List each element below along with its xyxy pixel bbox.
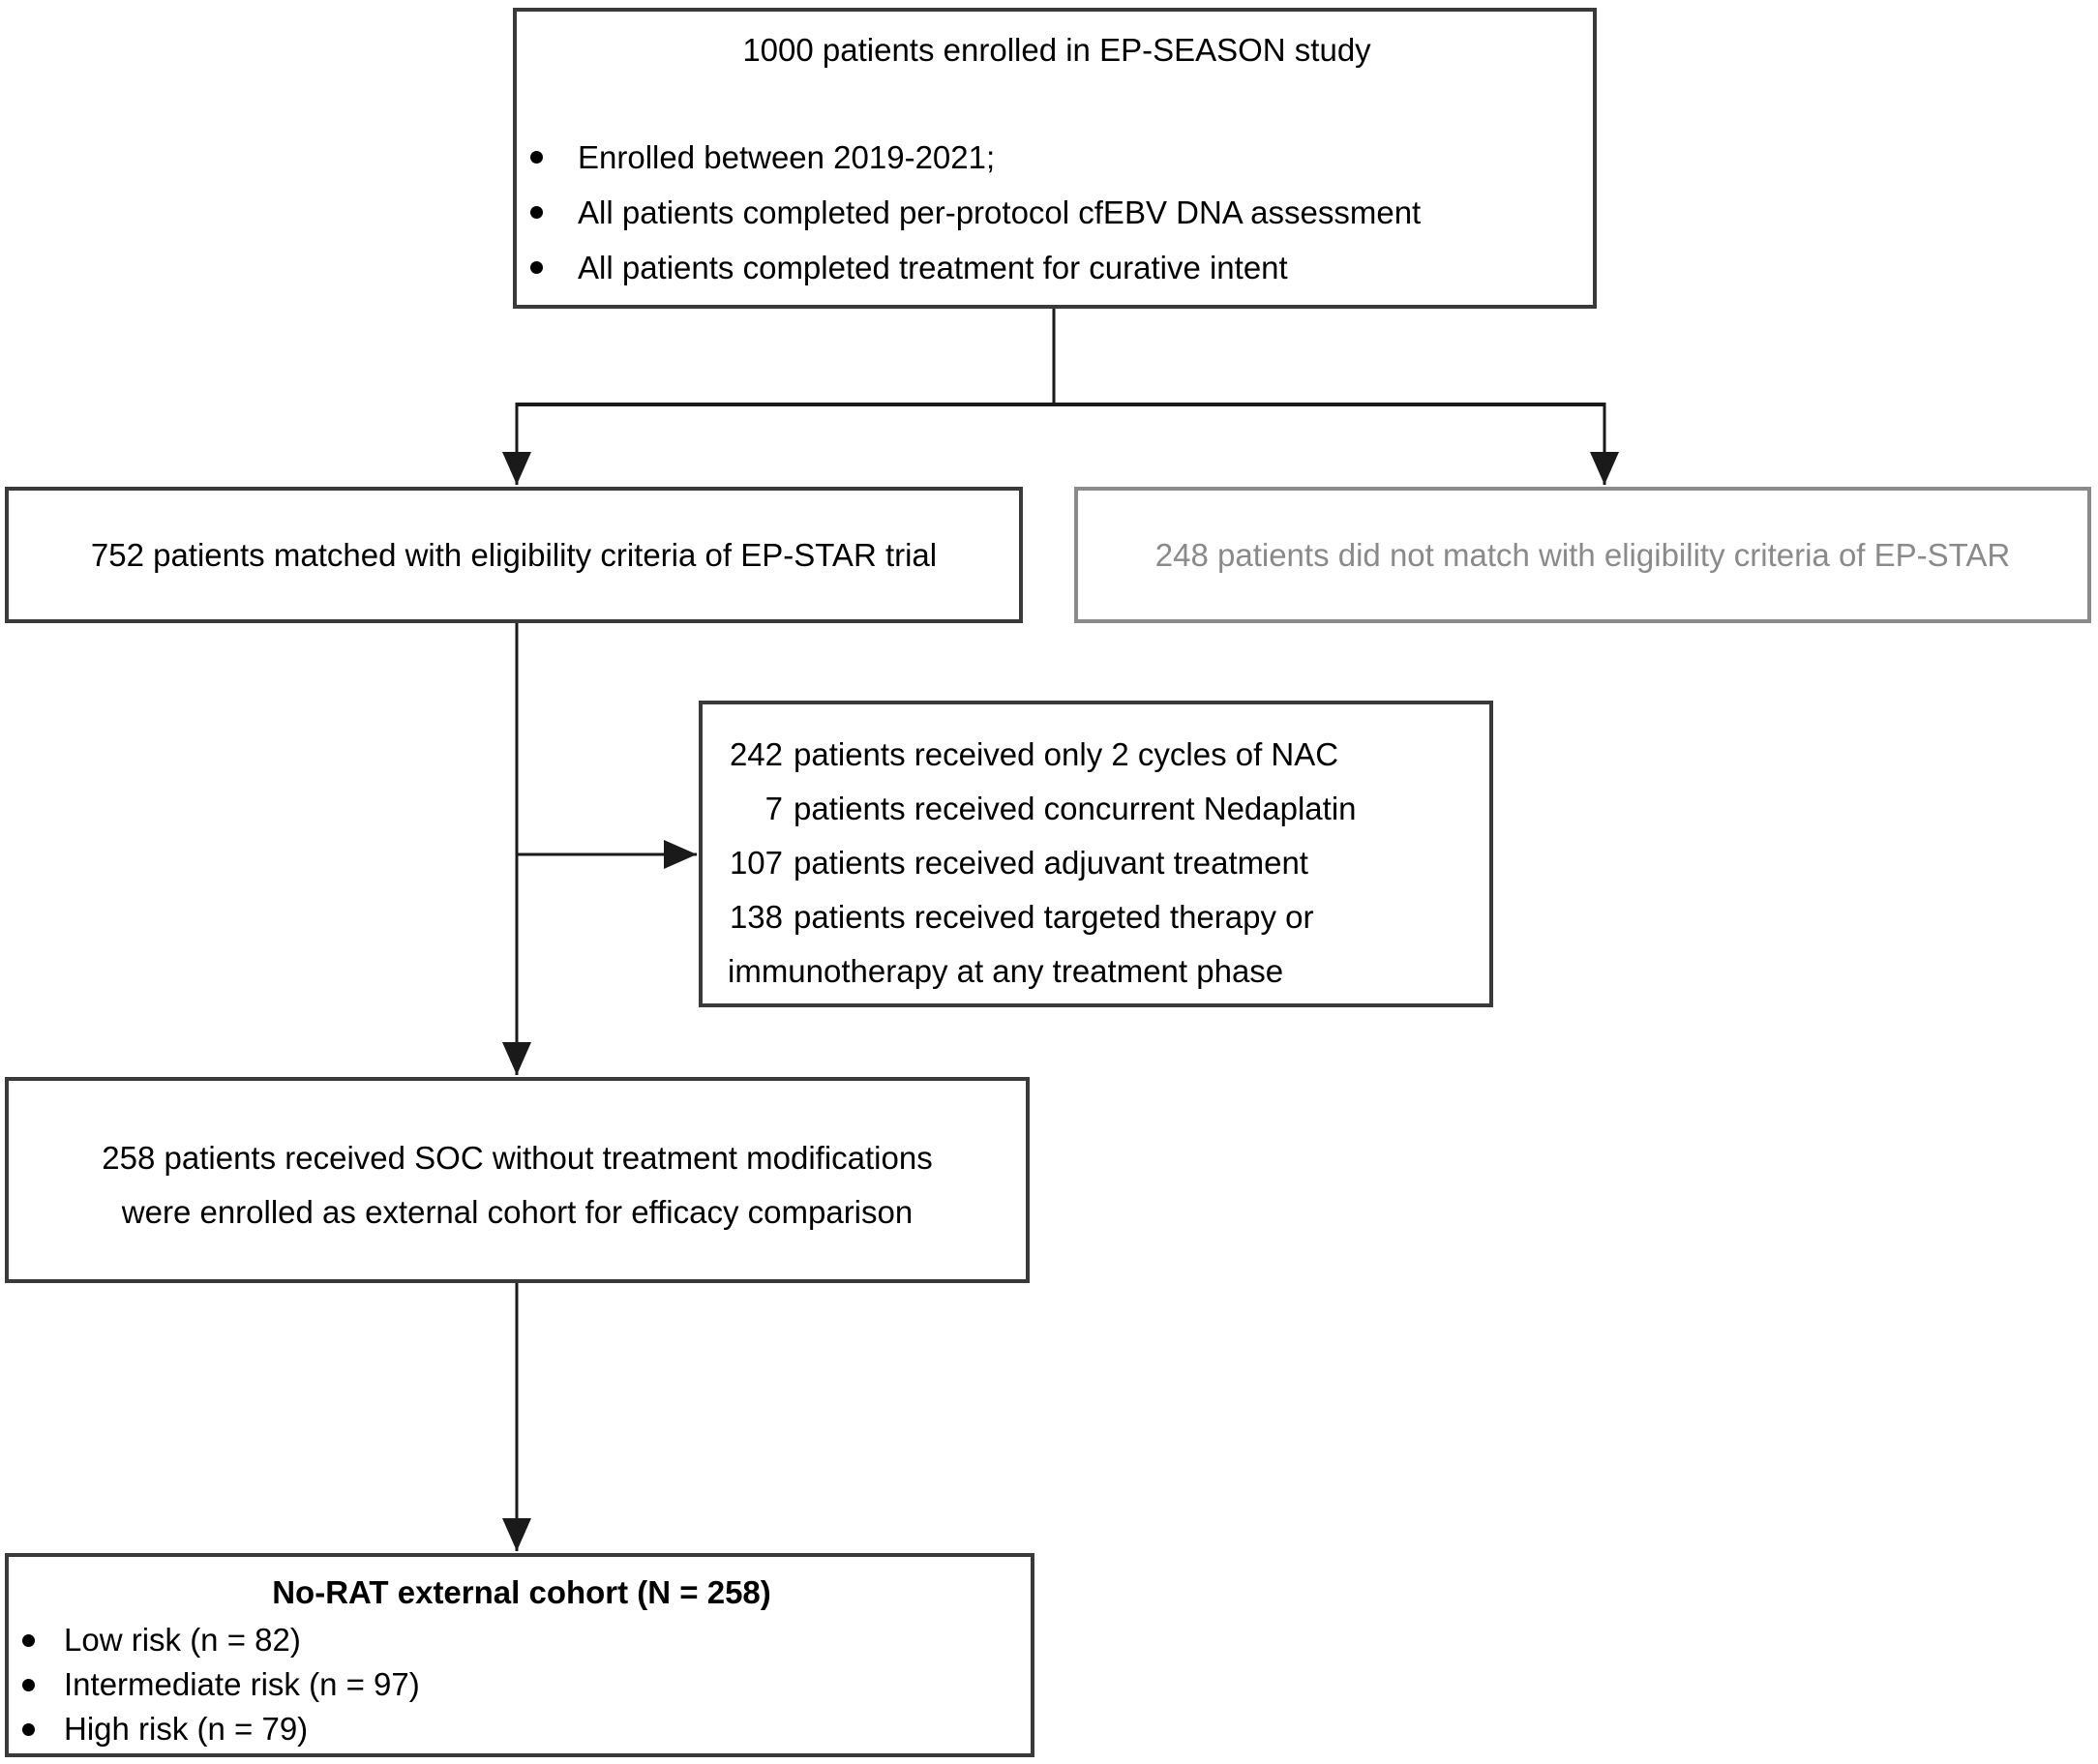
bullet-icon <box>22 1633 35 1647</box>
excluded-line: 138 patients received targeted therapy or <box>728 890 1489 944</box>
not-matched-text: 248 patients did not match with eligibil… <box>1154 536 2011 573</box>
bullet-text: Intermediate risk (n = 97) <box>64 1666 420 1702</box>
excluded-text: patients received adjuvant treatment <box>794 845 1308 881</box>
excluded-text: patients received targeted therapy or <box>794 899 1314 935</box>
bullet-icon <box>530 261 543 274</box>
soc-line-2: were enrolled as external cohort for eff… <box>121 1193 914 1230</box>
list-item: All patients completed per-protocol cfEB… <box>530 185 1583 240</box>
bullet-text: All patients completed treatment for cur… <box>578 250 1288 285</box>
bullet-text: All patients completed per-protocol cfEB… <box>578 194 1422 230</box>
box-cohort: No-RAT external cohort (N = 258) Low ris… <box>5 1553 1034 1757</box>
enrolled-title: 1000 patients enrolled in EP-SEASON stud… <box>742 32 1371 68</box>
excluded-count: 138 <box>729 899 783 935</box>
bullet-text: Low risk (n = 82) <box>64 1622 301 1658</box>
box-matched: 752 patients matched with eligibility cr… <box>5 487 1023 623</box>
bullet-icon <box>530 206 543 219</box>
excluded-line: 242 patients received only 2 cycles of NA… <box>728 728 1489 782</box>
soc-line-1: 258 patients received SOC without treatm… <box>102 1139 933 1176</box>
excluded-text: immunotherapy at any treatment phase <box>728 953 1284 989</box>
list-item: High risk (n = 79) <box>22 1707 1021 1751</box>
box-excluded: 242 patients received only 2 cycles of NA… <box>699 701 1493 1007</box>
cohort-bullet-list: Low risk (n = 82) Intermediate risk (n =… <box>22 1618 1021 1751</box>
excluded-line: immunotherapy at any treatment phase <box>728 944 1489 999</box>
cohort-title: No-RAT external cohort (N = 258) <box>272 1574 771 1610</box>
excluded-line: 107 patients received adjuvant treatment <box>728 836 1489 890</box>
list-item: Low risk (n = 82) <box>22 1618 1021 1662</box>
list-item: Enrolled between 2019-2021; <box>530 130 1583 185</box>
bullet-icon <box>530 151 543 164</box>
list-item: Intermediate risk (n = 97) <box>22 1662 1021 1707</box>
bullet-icon <box>22 1678 35 1691</box>
excluded-count: 242 <box>729 736 783 772</box>
box-not-matched: 248 patients did not match with eligibil… <box>1074 487 2091 623</box>
excluded-text: patients received concurrent Nedaplatin <box>794 791 1357 826</box>
bullet-text: High risk (n = 79) <box>64 1711 309 1747</box>
list-item: All patients completed treatment for cur… <box>530 240 1583 295</box>
box-soc: 258 patients received SOC without treatm… <box>5 1077 1030 1283</box>
matched-text: 752 patients matched with eligibility cr… <box>90 536 938 573</box>
bullet-icon <box>22 1722 35 1736</box>
enrolled-bullet-list: Enrolled between 2019-2021; All patients… <box>530 130 1583 295</box>
excluded-count: 107 <box>729 845 783 881</box>
excluded-count: 7 <box>764 791 783 826</box>
excluded-text: patients received only 2 cycles of NAC <box>794 736 1339 772</box>
bullet-text: Enrolled between 2019-2021; <box>578 139 996 175</box>
box-enrolled: 1000 patients enrolled in EP-SEASON stud… <box>513 8 1597 309</box>
excluded-line: 7 patients received concurrent Nedaplatin <box>728 782 1489 836</box>
